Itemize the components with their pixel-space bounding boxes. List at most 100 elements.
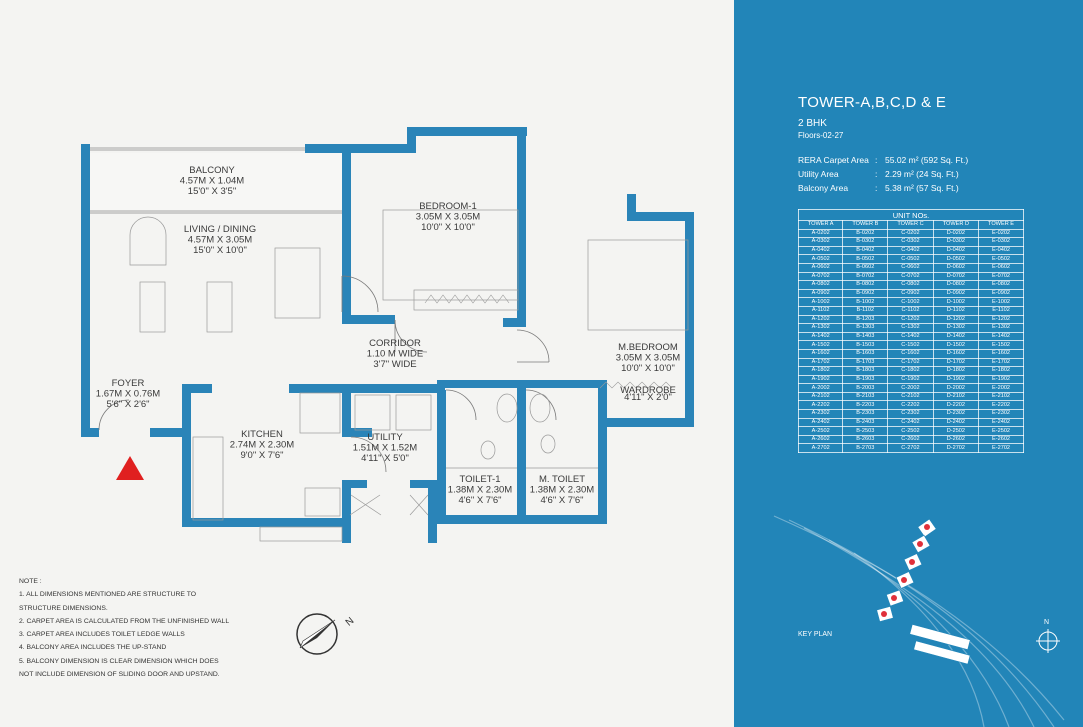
unit-cell: A-1902 (797, 374, 844, 385)
unit-cell: B-0202 (842, 228, 889, 239)
panel-waves (773, 515, 1065, 727)
unit-cell: C-1002 (887, 297, 934, 307)
room-foyer-dim-m: 1.67M X 0.76M (96, 389, 161, 400)
doors (98, 275, 557, 473)
unit-cell: C-2502 (887, 426, 934, 436)
tower-title: TOWER-A,B,C,D & E (798, 94, 947, 111)
unit-cell: D-1802 (932, 366, 980, 376)
area-value: 2.29 m² (24 Sq. Ft.) (885, 169, 959, 179)
unit-cell: E-2502 (978, 426, 1024, 436)
unit-cell: A-0202 (797, 228, 844, 239)
note-line: 4. BALCONY AREA INCLUDES THE UP-STAND (19, 644, 167, 652)
unit-cell: B-1403 (842, 331, 889, 342)
unit-cell: E-2202 (978, 400, 1024, 411)
unit-cell: B-1203 (842, 314, 889, 325)
unit-cell: D-0502 (932, 254, 980, 264)
unit-cell: D-1602 (932, 348, 980, 359)
info-panel: TOWER-A,B,C,D & E 2 BHK Floors-02-27 RER… (734, 0, 1083, 727)
unit-cell: C-0502 (887, 254, 934, 264)
unit-cell: D-1902 (932, 374, 980, 385)
unit-cell: C-2602 (887, 434, 934, 445)
unit-cell: E-1202 (978, 314, 1024, 325)
unit-cell: B-0602 (842, 262, 889, 273)
note-line: 3. CARPET AREA INCLUDES TOILET LEDGE WAL… (19, 631, 185, 639)
unit-cell: B-2303 (842, 409, 889, 419)
area-label: Balcony Area (798, 183, 849, 193)
unit-cell: C-2702 (887, 443, 934, 454)
unit-cell: E-0202 (978, 228, 1024, 239)
note-line: STRUCTURE DIMENSIONS. (19, 604, 108, 612)
notes-title: NOTE : (19, 578, 42, 585)
area-label: Utility Area (798, 169, 839, 179)
tower-header: TOWER B (842, 220, 889, 230)
unit-cell: B-1903 (842, 374, 889, 385)
room-balcony-dim-m: 4.57M X 1.04M (180, 176, 245, 187)
room-toilet1-dim-m: 1.38M X 2.30M (448, 485, 513, 496)
area-row: Utility Area:2.29 m² (24 Sq. Ft.) (798, 169, 1058, 181)
note-line: 2. CARPET AREA IS CALCULATED FROM THE UN… (19, 617, 230, 625)
unit-cell: E-0602 (978, 262, 1024, 273)
unit-cell: B-0902 (842, 288, 889, 299)
unit-cell: C-2102 (887, 391, 934, 402)
note-line: 5. BALCONY DIMENSION IS CLEAR DIMENSION … (19, 657, 219, 665)
unit-cell: B-1803 (842, 366, 889, 376)
unit-cell: A-0902 (797, 288, 844, 299)
unit-cell: E-0302 (978, 237, 1024, 247)
unit-cell: C-1102 (887, 305, 934, 316)
unit-cell: D-2402 (932, 417, 980, 428)
unit-cell: B-1002 (842, 297, 889, 307)
room-mbedroom-name: M.BEDROOM (618, 342, 678, 353)
unit-cell: D-2202 (932, 400, 980, 411)
unit-cell: E-2702 (978, 443, 1024, 454)
unit-cell: D-0202 (932, 228, 980, 239)
unit-cell: D-1202 (932, 314, 980, 325)
unit-cell: B-2703 (842, 443, 889, 454)
unit-cell: E-2602 (978, 434, 1024, 445)
unit-cell: C-2402 (887, 417, 934, 428)
unit-cell: E-2102 (978, 391, 1024, 402)
unit-cell: B-0502 (842, 254, 889, 264)
unit-cell: D-2702 (932, 443, 980, 454)
key-plan-buildings (876, 518, 971, 665)
area-sep: : (875, 155, 878, 165)
unit-cell: D-0702 (932, 271, 980, 282)
notes: NOTE : 1. ALL DIMENSIONS MENTIONED ARE S… (19, 575, 229, 681)
unit-cell: D-1102 (932, 305, 980, 316)
unit-cell: B-2203 (842, 400, 889, 411)
unit-cell: E-1702 (978, 357, 1024, 368)
room-living-name: LIVING / DINING (184, 224, 256, 235)
unit-cell: A-1202 (797, 314, 844, 325)
unit-cell: E-0802 (978, 280, 1024, 290)
unit-cell: C-1802 (887, 366, 934, 376)
unit-cell: E-0702 (978, 271, 1024, 282)
unit-cell: A-1002 (797, 297, 844, 307)
room-balcony-dim-ft: 15'0" X 3'5" (188, 186, 236, 197)
room-living-dim-m: 4.57M X 3.05M (188, 235, 253, 246)
wardrobe-hatch (424, 294, 673, 389)
unit-cell: C-2002 (887, 383, 934, 393)
tower-header: TOWER C (887, 220, 934, 230)
unit-cell: A-2202 (797, 400, 844, 411)
room-kitchen-dim-ft: 9'0" X 7'6" (240, 450, 283, 461)
room-toilet1-dim-ft: 4'6" X 7'6" (458, 495, 501, 506)
unit-cell: C-1502 (887, 340, 934, 350)
unit-cell: A-1502 (797, 340, 844, 350)
floor-fills (90, 153, 342, 211)
unit-cell: D-2302 (932, 409, 980, 419)
room-bedroom1-dim-m: 3.05M X 3.05M (416, 212, 481, 223)
unit-cell: E-1302 (978, 323, 1024, 333)
unit-cell: C-1602 (887, 348, 934, 359)
unit-cell: C-0702 (887, 271, 934, 282)
unit-cell: E-1102 (978, 305, 1024, 316)
